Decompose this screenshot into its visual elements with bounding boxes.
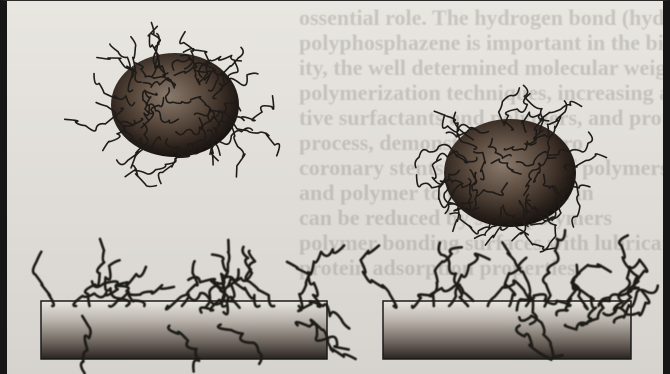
left-panel bbox=[33, 23, 356, 374]
brush-chain bbox=[299, 246, 344, 309]
left-particle bbox=[65, 23, 280, 187]
brush-chain bbox=[287, 262, 320, 307]
brush-chain bbox=[361, 246, 397, 308]
brush-chain bbox=[457, 254, 490, 306]
illustration bbox=[7, 1, 663, 374]
left-substrate-block bbox=[41, 301, 327, 359]
right-panel bbox=[361, 85, 658, 359]
brush-chain bbox=[243, 247, 275, 306]
right-particle bbox=[415, 85, 606, 252]
right-particle-core bbox=[444, 119, 576, 227]
brush-chain bbox=[33, 252, 54, 306]
